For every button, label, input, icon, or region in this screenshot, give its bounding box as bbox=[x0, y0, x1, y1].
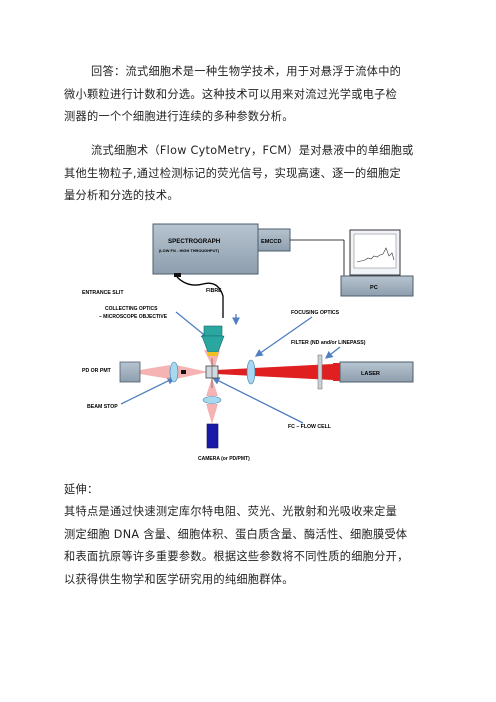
entrance-slit-label: ENTRANCE SLIT bbox=[82, 290, 124, 296]
microscope-objective-label: – MICROSCOPE OBJECTIVE bbox=[99, 314, 168, 320]
forward-scatter bbox=[140, 365, 170, 379]
arrow bbox=[211, 377, 304, 424]
forward-scatter bbox=[176, 365, 208, 379]
emccd-label: EMCCD bbox=[261, 239, 282, 245]
entrance-slit bbox=[174, 273, 181, 277]
arrow bbox=[120, 377, 176, 405]
fibre-line bbox=[176, 276, 224, 318]
flow-cell-label: FC – FLOW CELL bbox=[288, 424, 332, 430]
camera-lens bbox=[202, 396, 222, 404]
answer-line-2: 微小颗粒进行计数和分选。这种技术可以用来对流过光学或电子检 bbox=[64, 87, 398, 101]
pd-pmt-box bbox=[119, 361, 141, 383]
definition-line-1: 流式细胞术（Flow CytoMetry，FCM）是对悬液中的单细胞或 bbox=[91, 144, 414, 157]
definition-line-2: 其他生物粒子,通过检测标记的荧光信号，实现高速、逐一的细胞定 bbox=[64, 166, 401, 180]
laser-box bbox=[339, 361, 414, 383]
monitor-screen bbox=[353, 233, 397, 269]
features-line-2: 测定细胞 DNA 含量、细胞体积、蛋白质含量、酶活性、细胞膜受体 bbox=[64, 527, 408, 541]
features-paragraph: 其特点是通过快速测定库尔特电阻、荧光、光散射和光吸收来定量 测定细胞 DNA 含… bbox=[64, 501, 436, 591]
laser-label: LASER bbox=[361, 371, 380, 377]
arrow bbox=[175, 311, 210, 339]
camera-box bbox=[206, 423, 219, 449]
pd-pmt-label: PD OR PMT bbox=[82, 368, 112, 374]
answer-line-3: 测器的一个个细胞进行连续的多种参数分析。 bbox=[64, 110, 294, 123]
filter-label: FILTER (ND and/or LINEPASS) bbox=[291, 340, 366, 346]
features-line-1: 其特点是通过快速测定库尔特电阻、荧光、光散射和光吸收来定量 bbox=[64, 505, 398, 518]
definition-paragraph: 流式细胞术（Flow CytoMetry，FCM）是对悬液中的单细胞或 其他生物… bbox=[64, 140, 436, 208]
answer-paragraph: 回答：流式细胞术是一种生物学技术，用于对悬浮于流体中的 微小颗粒进行计数和分选。… bbox=[64, 61, 436, 129]
camera-label: CAMERA (or PD/PMT) bbox=[198, 456, 250, 462]
laser-beam bbox=[216, 364, 333, 380]
spectrum-trace bbox=[356, 247, 395, 263]
fibre-label: FIBRE bbox=[206, 288, 222, 294]
down-scatter bbox=[206, 404, 218, 424]
definition-line-3: 量分析和分选的技术。 bbox=[64, 189, 179, 202]
focusing-lens bbox=[246, 359, 256, 385]
arrow bbox=[324, 346, 341, 359]
beam-stop bbox=[181, 370, 186, 374]
objective-body bbox=[201, 335, 225, 353]
extension-heading: 延伸： bbox=[64, 483, 99, 496]
spectrograph-box bbox=[152, 223, 259, 275]
spectrograph-label: SPECTROGRAPH bbox=[168, 238, 221, 245]
beam-stop-label: BEAM STOP bbox=[87, 404, 118, 410]
objective-tip bbox=[208, 352, 218, 356]
filter bbox=[317, 354, 323, 390]
pc-label: PC bbox=[370, 285, 378, 291]
objective-top bbox=[203, 325, 223, 337]
collection-lens bbox=[169, 361, 179, 383]
focusing-optics-label: FOCUSING OPTICS bbox=[291, 310, 340, 316]
pc-box bbox=[340, 275, 414, 297]
flow-cytometry-setup-diagram: SPECTROGRAPH (LOW F/# - HIGH THROUGHPUT)… bbox=[82, 223, 414, 462]
features-line-4: 以获得供生物学和医学研究用的纯细胞群体。 bbox=[64, 572, 294, 586]
arrow bbox=[254, 316, 313, 357]
answer-line-1: 回答：流式细胞术是一种生物学技术，用于对悬浮于流体中的 bbox=[91, 65, 402, 78]
features-line-3: 和表面抗原等许多重要参数。根据这些参数将不同性质的细胞分开， bbox=[64, 550, 409, 563]
spectrograph-sublabel: (LOW F/# - HIGH THROUGHPUT) bbox=[159, 248, 220, 253]
collecting-optics-label: COLLECTING OPTICS bbox=[105, 306, 158, 312]
